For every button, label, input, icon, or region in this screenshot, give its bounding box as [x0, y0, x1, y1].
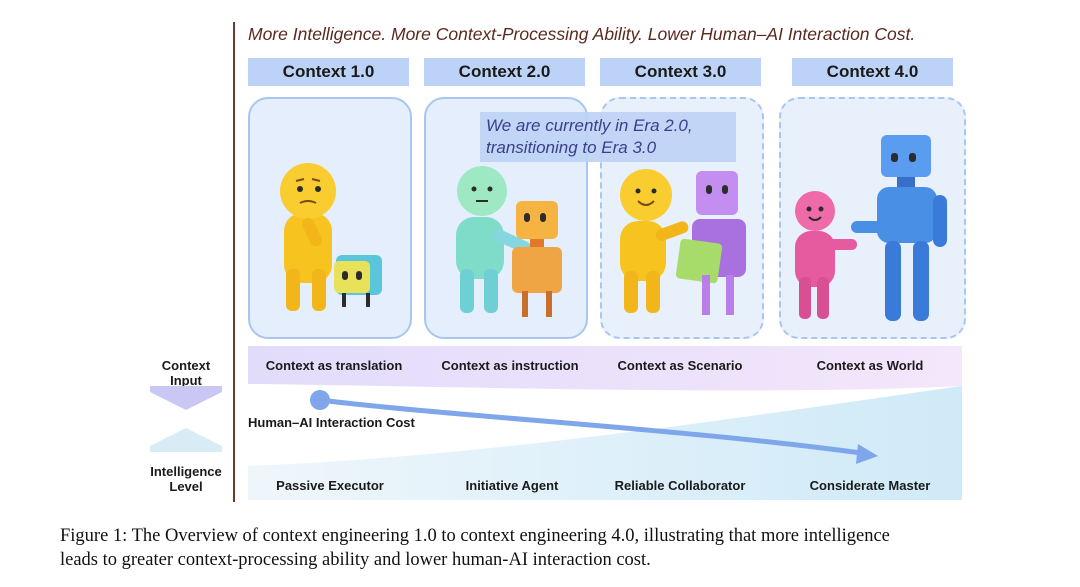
intelligence-level-wedge [248, 386, 962, 500]
era-3-title: Context 3.0 [600, 58, 761, 86]
callout-line-2: transitioning to Era 3.0 [486, 138, 657, 157]
era-4-panel [779, 97, 966, 339]
cost-arrow-start [310, 390, 330, 410]
smiling-human-icon [620, 169, 689, 313]
era-3-illustration [620, 169, 746, 315]
human-icon [456, 166, 531, 313]
cost-arrow-head [856, 444, 878, 464]
intelligence-level-label: Intelligence Level [150, 464, 222, 494]
callout-line-1: We are currently in Era 2.0, [486, 116, 693, 135]
era-2-input-label: Context as instruction [441, 358, 579, 373]
current-era-callout: We are currently in Era 2.0, transitioni… [480, 112, 736, 162]
era-1-title: Context 1.0 [248, 58, 409, 86]
pink-human-icon [795, 191, 857, 319]
era-2-title: Context 2.0 [424, 58, 585, 86]
caption-line-1: Figure 1: The Overview of context engine… [60, 526, 890, 546]
vertical-divider [233, 22, 235, 502]
era-1-panel [248, 97, 412, 339]
small-box-robot-icon [334, 255, 382, 307]
cost-arrow-line [319, 397, 869, 457]
figure-caption: Figure 1: The Overview of context engine… [60, 524, 1060, 572]
era-4-level-label: Considerate Master [809, 478, 931, 493]
era-1-input-label: Context as translation [265, 358, 403, 373]
caption-line-2: leads to greater context-processing abil… [60, 550, 651, 570]
context-input-arrow-icon [150, 386, 222, 410]
era-3-input-label: Context as Scenario [617, 358, 743, 373]
era-4-title: Context 4.0 [792, 58, 953, 86]
era-1-level-label: Passive Executor [276, 478, 384, 493]
thinking-human-icon [280, 163, 336, 311]
context-input-label: Context Input [161, 358, 211, 388]
context-input-wedge [248, 346, 962, 391]
era-2-level-label: Initiative Agent [465, 478, 559, 493]
headline: More Intelligence. More Context-Processi… [248, 24, 916, 44]
era-1-illustration [280, 163, 382, 311]
era-3-level-label: Reliable Collaborator [614, 478, 746, 493]
intelligence-level-arrow-icon [150, 428, 222, 452]
context-intelligence-band [248, 346, 962, 500]
interaction-cost-label: Human–AI Interaction Cost [248, 415, 415, 430]
humanoid-robot-icon [851, 135, 947, 321]
purple-robot-icon [675, 171, 746, 315]
orange-robot-icon [512, 201, 562, 317]
era-4-illustration [795, 135, 947, 321]
era-4-input-label: Context as World [816, 358, 924, 373]
era-2-illustration [456, 166, 562, 317]
